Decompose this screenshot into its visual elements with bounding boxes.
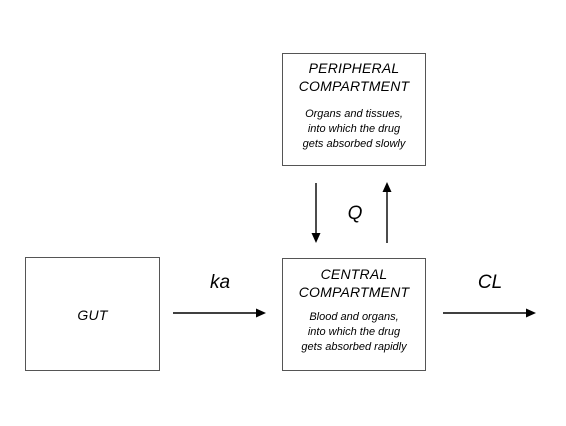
clearance-label-cl: CL xyxy=(477,272,503,293)
central-to-peripheral-arrow xyxy=(382,182,392,243)
peripheral-title-line-2: COMPARTMENT xyxy=(298,78,410,94)
gut-label: GUT xyxy=(77,307,108,323)
central-desc-line-2: into which the drug xyxy=(307,326,401,338)
central-desc-line-1: Blood and organs, xyxy=(309,311,399,323)
peripheral-to-central-arrow xyxy=(311,183,321,243)
central-desc-line-3: gets absorbed rapidly xyxy=(301,341,407,353)
central-title-line-2: COMPARTMENT xyxy=(298,284,410,300)
central-title-line-1: CENTRAL xyxy=(320,266,388,282)
central-compartment-description: Blood and organs, into which the drug ge… xyxy=(283,310,425,355)
absorption-rate-label-ka: ka xyxy=(209,272,231,293)
peripheral-compartment-title: PERIPHERAL COMPARTMENT xyxy=(283,59,425,95)
peripheral-compartment-description: Organs and tissues, into which the drug … xyxy=(283,107,425,152)
clearance-arrow xyxy=(443,308,536,318)
peripheral-title-line-1: PERIPHERAL xyxy=(308,60,400,76)
central-compartment-box: CENTRAL COMPARTMENT Blood and organs, in… xyxy=(282,258,426,371)
absorption-arrow xyxy=(173,308,266,318)
gut-box: GUT xyxy=(25,257,160,371)
peripheral-desc-line-2: into which the drug xyxy=(307,123,401,135)
central-compartment-title: CENTRAL COMPARTMENT xyxy=(283,265,425,301)
intercompartmental-clearance-label-q: Q xyxy=(347,203,363,224)
peripheral-desc-line-3: gets absorbed slowly xyxy=(302,138,406,150)
peripheral-compartment-box: PERIPHERAL COMPARTMENT Organs and tissue… xyxy=(282,53,426,166)
peripheral-desc-line-1: Organs and tissues, xyxy=(305,108,403,120)
